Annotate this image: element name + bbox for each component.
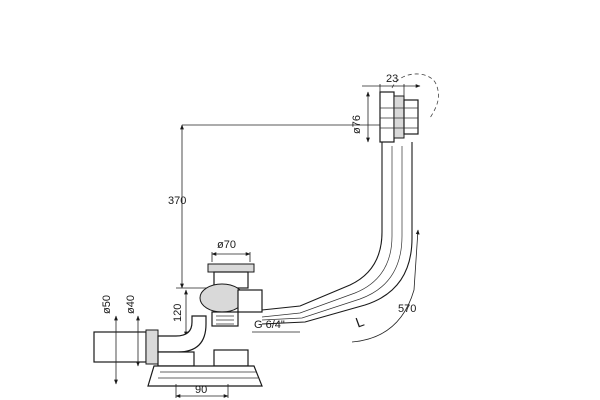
outlet-diameter-dimension	[114, 315, 140, 385]
length-label: 570	[398, 303, 416, 315]
height-label: 370	[168, 195, 186, 207]
drain-diameter-dimension	[211, 252, 251, 262]
height-dimension	[176, 124, 380, 289]
top-width-dimension	[362, 84, 421, 96]
thread-label: G 6/4"	[254, 319, 285, 331]
drain-height-label: 120	[172, 304, 184, 322]
base-width-label: 90	[195, 384, 207, 396]
length-dimension	[351, 229, 420, 343]
outlet-inner-diameter-label: ø40	[125, 295, 137, 314]
drain-diameter-label: ø70	[217, 239, 236, 251]
drain-body	[199, 263, 263, 327]
flexible-hose	[261, 142, 413, 325]
base-width-dimension	[175, 384, 229, 398]
outlet-outer-diameter-label: ø50	[101, 295, 113, 314]
top-width-label: 23	[386, 73, 398, 85]
overflow-diameter-label: ø76	[351, 115, 363, 134]
overflow-head	[379, 73, 439, 143]
hose-mark-label: L	[353, 313, 366, 331]
